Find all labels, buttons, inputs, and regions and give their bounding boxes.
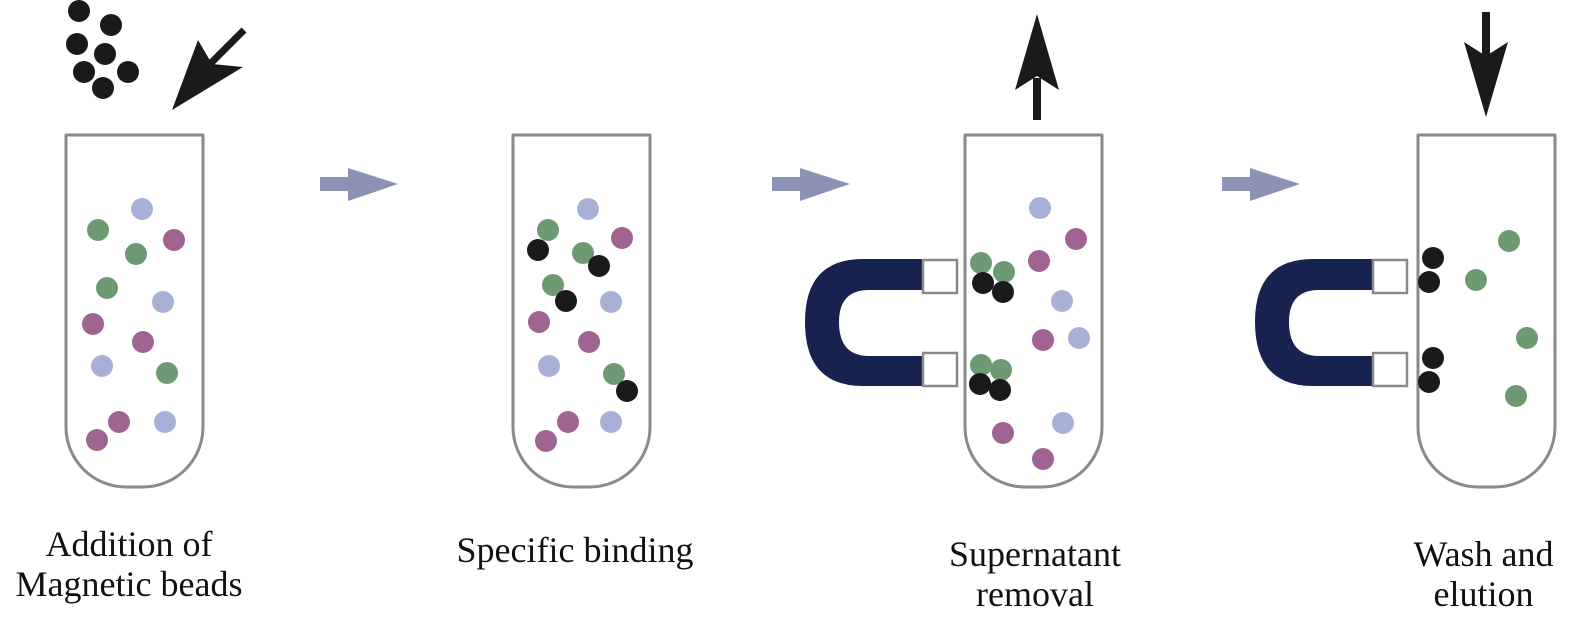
green-particle-tube4-1 — [1498, 230, 1520, 252]
magnet-icon-1-south-pole — [921, 351, 959, 388]
magnetic-bead-icon-tube4-6 — [1418, 271, 1440, 293]
blue-particle-tube3-1 — [1029, 197, 1051, 219]
magnetic-bead-icon-loose-7 — [92, 77, 114, 99]
test-tube-icon-3 — [963, 133, 1104, 489]
green-particle-tube3-10 — [970, 252, 992, 274]
magnetic-bead-icon-tube2-5 — [527, 239, 549, 261]
magnetic-bead-icon-loose-4 — [94, 43, 116, 65]
magnet-icon-2-north-pole — [1371, 258, 1409, 295]
green-particle-tube2-13 — [603, 363, 625, 385]
blue-particle-tube3-6 — [1068, 327, 1090, 349]
removal-arrow-icon-shaft — [1033, 78, 1041, 120]
green-particle-tube1-1 — [87, 219, 109, 241]
pink-particle-tube1-3 — [163, 229, 185, 251]
process-arrow-icon-1 — [320, 168, 398, 201]
pink-particle-tube1-8 — [132, 331, 154, 353]
green-particle-tube4-2 — [1465, 269, 1487, 291]
step-4-caption-line-2: elution — [1433, 574, 1534, 614]
magnetic-bead-icon-tube4-7 — [1422, 347, 1444, 369]
green-particle-tube2-1 — [537, 219, 559, 241]
magnetic-bead-icon-loose-5 — [73, 61, 95, 83]
pink-particle-tube2-17 — [535, 430, 557, 452]
pink-particle-tube2-15 — [557, 411, 579, 433]
magnet-icon-2-south-pole — [1371, 351, 1409, 388]
magnetic-bead-icon-tube2-6 — [588, 255, 610, 277]
magnet-icon-1 — [805, 259, 923, 386]
blue-particle-tube1-12 — [154, 411, 176, 433]
green-particle-tube1-4 — [125, 243, 147, 265]
green-particle-tube3-11 — [993, 261, 1015, 283]
test-tube-icon-1 — [64, 133, 205, 489]
step-1-caption-line-1: Addition of — [45, 524, 213, 564]
pink-particle-tube3-3 — [1028, 250, 1050, 272]
pink-particle-tube2-10 — [528, 311, 550, 333]
magnetic-bead-icon-loose-3 — [66, 33, 88, 55]
blue-particle-tube1-6 — [152, 291, 174, 313]
magnetic-bead-icon-tube3-12 — [972, 272, 994, 294]
pink-particle-tube1-7 — [82, 313, 104, 335]
step-4-caption-line-1: Wash and — [1413, 534, 1554, 574]
green-particle-tube4-3 — [1516, 327, 1538, 349]
pink-particle-tube1-11 — [108, 411, 130, 433]
process-arrow-icon-2 — [772, 168, 850, 201]
step-4-caption: Wash and elution — [1380, 534, 1587, 614]
magnetic-bead-icon-loose-1 — [68, 0, 90, 22]
pink-particle-tube3-8 — [992, 422, 1014, 444]
green-particle-tube3-14 — [970, 354, 992, 376]
green-particle-tube4-4 — [1505, 385, 1527, 407]
magnetic-bead-icon-tube2-14 — [616, 380, 638, 402]
process-arrow-icon-3 — [1222, 168, 1300, 201]
tubes-layer — [64, 133, 1557, 489]
step-1-caption-line-2: Magnetic beads — [15, 564, 243, 604]
magnets-layer — [805, 258, 1409, 388]
removal-arrow-icon-head — [1015, 14, 1059, 90]
pink-particle-tube1-13 — [86, 429, 108, 451]
blue-particle-tube1-2 — [131, 198, 153, 220]
step-2-caption-line-1: Specific binding — [456, 530, 694, 570]
magnetic-bead-icon-tube3-16 — [969, 373, 991, 395]
magnetic-bead-icon-loose-2 — [100, 14, 122, 36]
blue-particle-tube1-9 — [91, 355, 113, 377]
blue-particle-tube2-2 — [577, 198, 599, 220]
pink-particle-tube3-9 — [1032, 448, 1054, 470]
test-tube-icon-2 — [511, 133, 652, 489]
green-particle-tube1-5 — [96, 277, 118, 299]
pink-particle-tube3-5 — [1032, 329, 1054, 351]
elution-arrow-icon-shaft — [1482, 12, 1490, 56]
magnetic-bead-icon-tube2-8 — [555, 290, 577, 312]
pink-particle-tube2-3 — [611, 227, 633, 249]
step-3-caption: Supernatant removal — [890, 534, 1180, 614]
particles-layer — [66, 0, 1538, 470]
green-particle-tube2-7 — [542, 274, 564, 296]
elution-arrow-icon-head — [1464, 42, 1508, 117]
magnet-icon-1-north-pole — [921, 258, 959, 295]
pink-particle-tube2-11 — [578, 331, 600, 353]
magnetic-bead-icon-tube4-5 — [1422, 247, 1444, 269]
magnet-icon-2 — [1255, 259, 1373, 386]
blue-particle-tube2-12 — [538, 355, 560, 377]
green-particle-tube3-15 — [990, 359, 1012, 381]
magnetic-bead-icon-tube3-17 — [989, 379, 1011, 401]
step-3-caption-line-2: removal — [976, 574, 1094, 614]
test-tube-icon-4 — [1416, 133, 1557, 489]
step-3-caption-line-1: Supernatant — [949, 534, 1121, 574]
blue-particle-tube2-16 — [600, 411, 622, 433]
magnetic-bead-icon-tube4-8 — [1418, 371, 1440, 393]
blue-particle-tube3-7 — [1052, 412, 1074, 434]
pink-particle-tube3-2 — [1065, 228, 1087, 250]
step-1-caption: Addition of Magnetic beads — [0, 524, 258, 604]
magnetic-bead-icon-loose-6 — [117, 61, 139, 83]
green-particle-tube2-4 — [572, 242, 594, 264]
magnetic-bead-icon-tube3-13 — [992, 281, 1014, 303]
arrows-layer — [172, 12, 1508, 201]
green-particle-tube1-10 — [156, 362, 178, 384]
add-arrow-icon-head — [172, 40, 243, 110]
blue-particle-tube2-9 — [600, 291, 622, 313]
blue-particle-tube3-4 — [1051, 290, 1073, 312]
step-2-caption: Specific binding — [420, 530, 730, 570]
